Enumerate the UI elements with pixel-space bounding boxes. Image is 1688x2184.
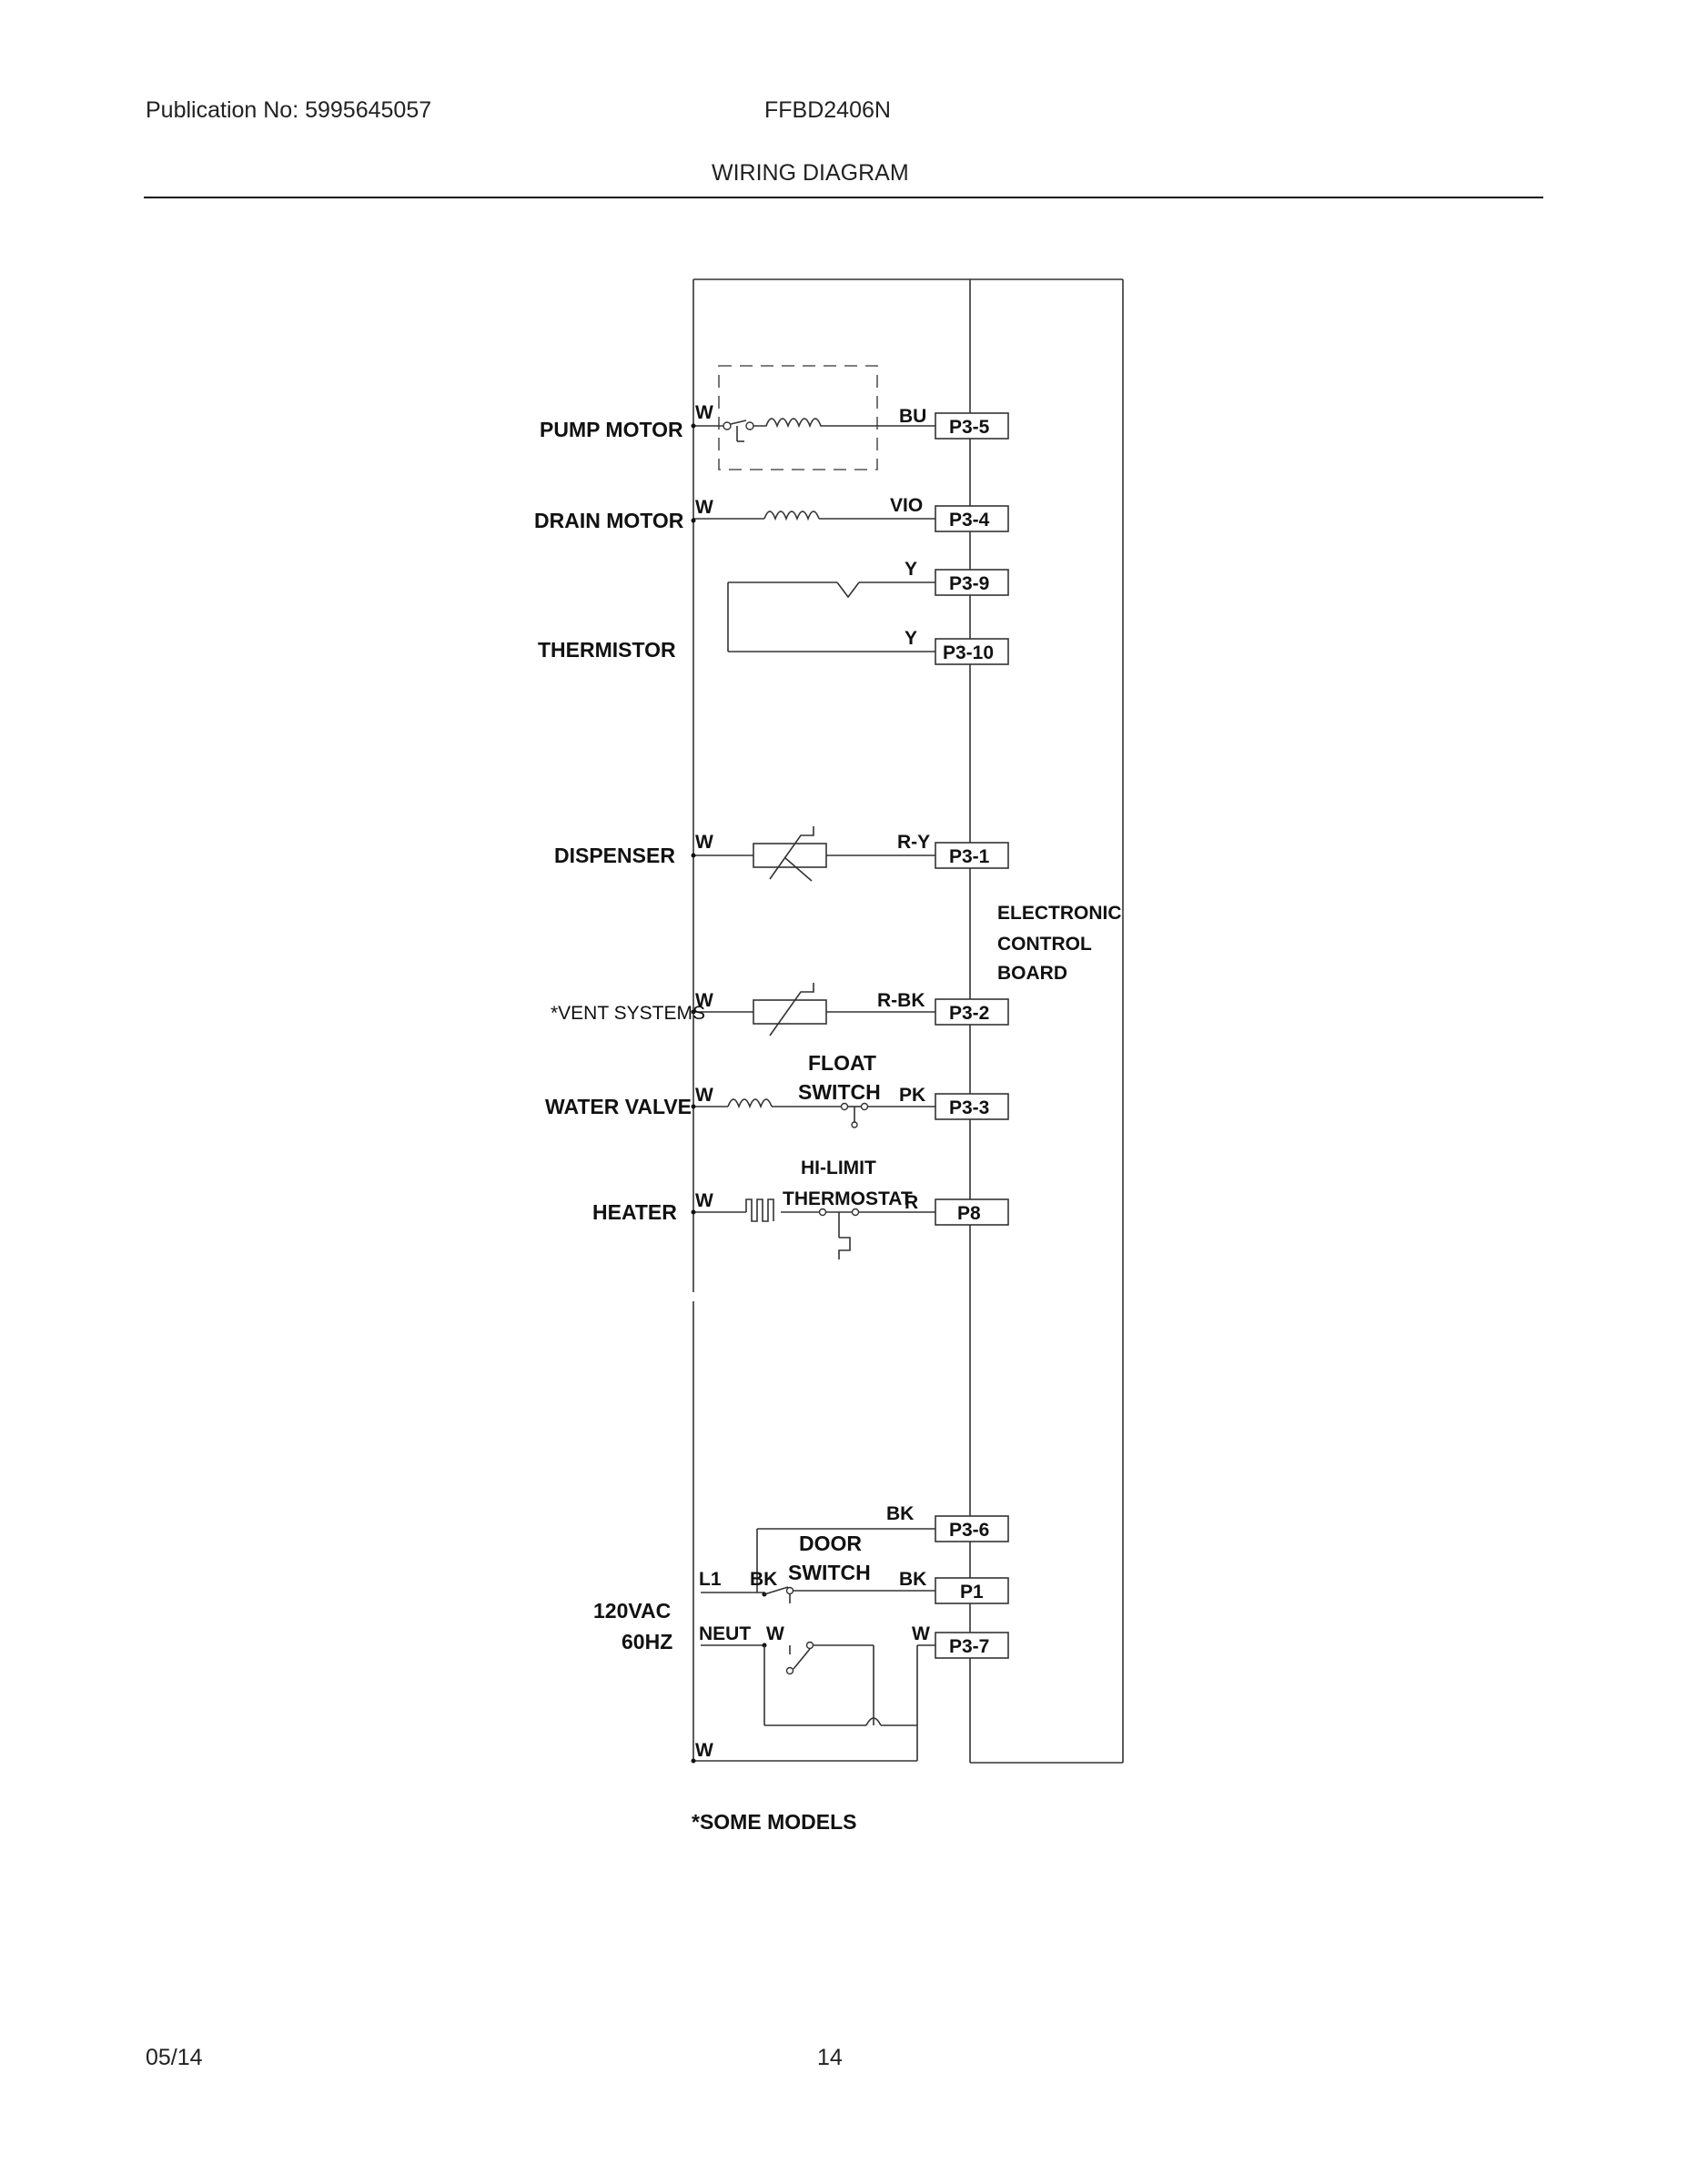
pin-label-p3-3: P3-3 [949, 1097, 989, 1118]
label-power-120vac: 120VAC [593, 1599, 671, 1623]
vent-systems-circuit [691, 983, 935, 1036]
label-pump-motor: PUMP MOTOR [540, 418, 683, 441]
pin-box-p3-6 [935, 1515, 1009, 1542]
label-float-switch-1: FLOAT [808, 1051, 876, 1075]
wire-label-bk-l1: BK [750, 1569, 777, 1590]
label-water-valve: WATER VALVE [545, 1095, 692, 1118]
wire-label-w-p3-7: W [912, 1623, 930, 1644]
thermistor-circuit [727, 581, 935, 652]
label-power-60hz: 60HZ [622, 1630, 672, 1653]
wire-label-w-valve: W [695, 1085, 713, 1106]
wire-label-r: R [905, 1192, 918, 1213]
wire-label-bk-p1: BK [899, 1569, 926, 1590]
wire-label-w-bottom: W [695, 1740, 713, 1761]
wire-label-w-pump: W [695, 402, 713, 423]
door-switch-circuit [691, 1528, 935, 1764]
wire-label-y1: Y [905, 559, 917, 580]
label-hi-limit-1: HI-LIMIT [801, 1158, 876, 1178]
label-drain-motor: DRAIN MOTOR [534, 509, 684, 532]
label-board-3: BOARD [997, 963, 1067, 984]
wire-label-w-drain: W [695, 497, 713, 518]
note-some-models: *SOME MODELS [692, 1810, 856, 1834]
label-door-switch-1: DOOR [799, 1532, 862, 1555]
wire-label-l1: L1 [699, 1569, 722, 1590]
pin-box-p3-2 [935, 998, 1009, 1026]
pin-label-p3-7: P3-7 [949, 1636, 989, 1657]
pin-label-p1: P1 [960, 1582, 984, 1603]
label-door-switch-2: SWITCH [788, 1561, 871, 1584]
label-board-1: ELECTRONIC [997, 903, 1122, 924]
page-title: WIRING DIAGRAM [712, 160, 909, 186]
drain-motor-circuit [691, 511, 935, 523]
water-valve-circuit [691, 1098, 935, 1128]
pin-box-p1 [935, 1577, 1009, 1604]
wire-label-w-dispenser: W [695, 832, 713, 853]
wire-label-bu: BU [899, 406, 926, 427]
model-number: FFBD2406N [764, 97, 891, 123]
page-number: 14 [817, 2045, 843, 2070]
label-dispenser: DISPENSER [554, 844, 675, 867]
wire-label-y2: Y [905, 628, 917, 649]
heater-circuit [691, 1198, 935, 1259]
pin-box-p3-9 [935, 569, 1009, 596]
pin-label-p3-9: P3-9 [949, 573, 989, 594]
label-board-2: CONTROL [997, 934, 1092, 955]
label-heater: HEATER [592, 1200, 677, 1224]
wire-label-pk: PK [899, 1085, 925, 1106]
pin-box-p8 [935, 1198, 1009, 1226]
wire-label-r-y: R-Y [897, 832, 930, 853]
pin-box-p3-1 [935, 842, 1009, 869]
header-rule [144, 197, 1543, 198]
pin-label-p3-4: P3-4 [949, 510, 990, 531]
wire-label-w-vent: W [695, 990, 713, 1011]
wire-label-w-neut: W [766, 1623, 784, 1644]
label-thermistor: THERMISTOR [538, 638, 676, 662]
pin-box-p3-10 [935, 638, 1009, 665]
pin-label-p3-6: P3-6 [949, 1520, 989, 1541]
wire-label-bk-top: BK [886, 1503, 914, 1524]
pin-label-p3-2: P3-2 [949, 1003, 989, 1024]
pin-box-p3-3 [935, 1093, 1009, 1120]
pin-label-p3-5: P3-5 [949, 417, 990, 438]
pin-box-p3-7 [935, 1632, 1009, 1659]
dispenser-circuit [691, 826, 935, 882]
pin-box-p3-5 [935, 412, 1009, 440]
wire-label-neut: NEUT [699, 1623, 751, 1644]
pin-label-p3-10: P3-10 [943, 642, 994, 663]
wire-label-r-bk: R-BK [877, 990, 925, 1011]
pin-box-p3-4 [935, 505, 1009, 532]
pump-motor-circuit [691, 365, 935, 470]
label-hi-limit-2: THERMOSTAT [783, 1188, 913, 1209]
pin-label-p3-1: P3-1 [949, 846, 990, 867]
wire-label-w-heater: W [695, 1190, 713, 1211]
label-float-switch-2: SWITCH [798, 1080, 881, 1104]
label-vent-systems: *VENT SYSTEMS [551, 1003, 705, 1024]
wire-label-vio: VIO [890, 495, 923, 516]
pin-label-p8: P8 [957, 1203, 981, 1224]
pin-boxes [935, 412, 1009, 1659]
publication-number: Publication No: 5995645057 [146, 97, 432, 123]
footer-date: 05/14 [146, 2045, 203, 2070]
